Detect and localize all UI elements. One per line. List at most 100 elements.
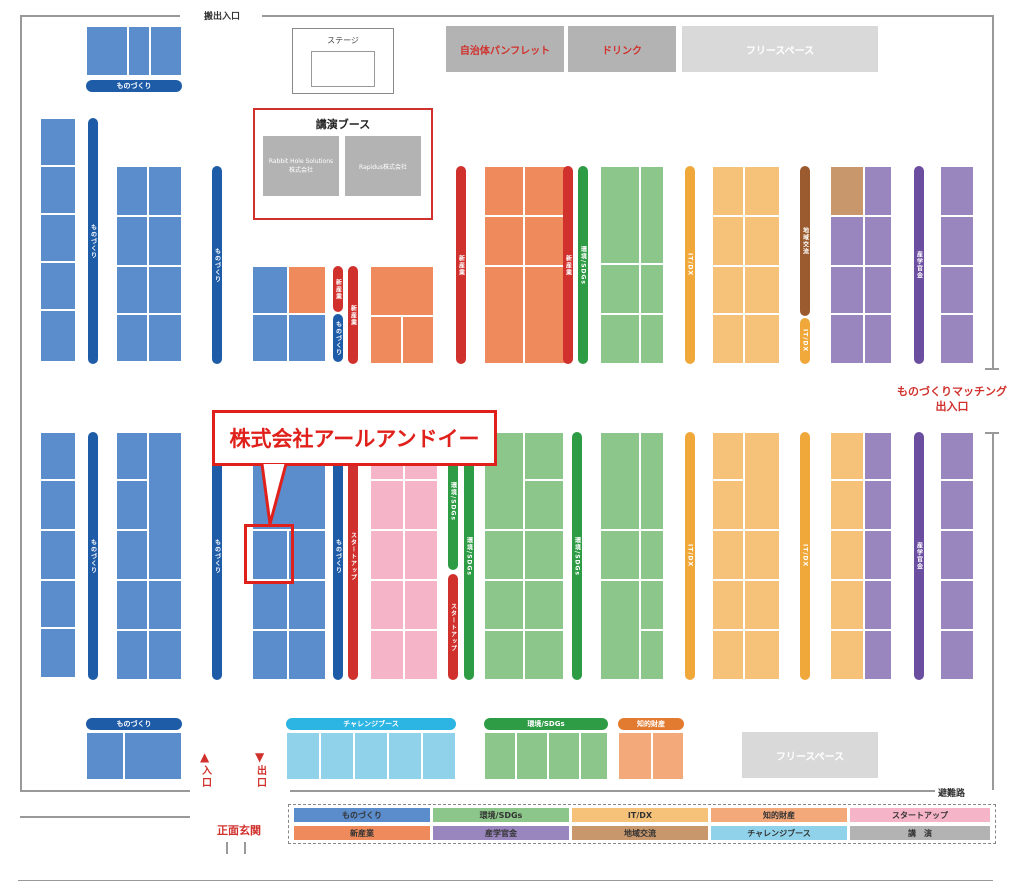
booth[interactable] — [402, 316, 434, 364]
booth[interactable] — [744, 166, 780, 216]
booth[interactable] — [40, 432, 76, 480]
booth[interactable] — [128, 26, 150, 76]
booth[interactable] — [288, 630, 326, 680]
booth[interactable] — [712, 166, 744, 216]
booth[interactable] — [524, 580, 564, 630]
booth[interactable] — [618, 732, 652, 780]
booth[interactable] — [484, 266, 524, 364]
booth[interactable] — [640, 580, 664, 630]
booth[interactable] — [252, 314, 288, 362]
booth[interactable] — [640, 530, 664, 580]
booth[interactable] — [830, 166, 864, 216]
highlighted-booth[interactable] — [252, 530, 288, 580]
booth[interactable] — [744, 530, 780, 580]
booth[interactable] — [286, 732, 320, 780]
booth[interactable] — [830, 266, 864, 314]
booth[interactable] — [712, 216, 744, 266]
booth[interactable] — [744, 580, 780, 630]
booth[interactable] — [40, 310, 76, 362]
booth[interactable] — [354, 732, 388, 780]
booth[interactable] — [600, 314, 640, 364]
booth[interactable] — [940, 580, 974, 630]
booth[interactable] — [116, 580, 148, 630]
booth[interactable] — [524, 530, 564, 580]
booth[interactable] — [830, 314, 864, 364]
booth[interactable] — [864, 216, 892, 266]
booth[interactable] — [600, 530, 640, 580]
booth[interactable] — [524, 166, 566, 216]
booth[interactable] — [744, 216, 780, 266]
booth[interactable] — [148, 314, 182, 362]
booth[interactable] — [150, 26, 182, 76]
booth[interactable] — [40, 166, 76, 214]
booth[interactable] — [640, 264, 664, 314]
booth[interactable] — [148, 166, 182, 216]
booth[interactable] — [484, 580, 524, 630]
booth[interactable] — [288, 314, 326, 362]
booth[interactable] — [370, 630, 404, 680]
booth[interactable] — [580, 732, 608, 780]
booth[interactable] — [548, 732, 580, 780]
booth[interactable] — [148, 630, 182, 680]
booth[interactable] — [370, 580, 404, 630]
booth[interactable] — [524, 216, 566, 266]
booth[interactable] — [422, 732, 456, 780]
booth[interactable] — [370, 480, 404, 530]
booth[interactable] — [940, 314, 974, 364]
booth[interactable] — [116, 216, 148, 266]
booth[interactable] — [600, 264, 640, 314]
booth[interactable] — [940, 480, 974, 530]
booth[interactable] — [288, 266, 326, 314]
booth[interactable] — [712, 432, 744, 480]
booth[interactable] — [712, 580, 744, 630]
booth[interactable] — [252, 630, 288, 680]
booth[interactable] — [600, 432, 640, 530]
booth[interactable] — [830, 216, 864, 266]
booth[interactable] — [404, 530, 438, 580]
booth[interactable] — [524, 432, 564, 480]
booth[interactable] — [652, 732, 684, 780]
booth[interactable] — [288, 530, 326, 580]
booth[interactable] — [640, 314, 664, 364]
booth[interactable] — [712, 314, 744, 364]
booth[interactable] — [484, 530, 524, 580]
booth[interactable] — [940, 530, 974, 580]
booth[interactable] — [830, 630, 864, 680]
booth[interactable] — [404, 580, 438, 630]
booth[interactable] — [404, 480, 438, 530]
booth[interactable] — [524, 630, 564, 680]
booth[interactable] — [40, 628, 76, 678]
booth[interactable] — [864, 432, 892, 480]
booth[interactable] — [86, 732, 124, 780]
booth[interactable] — [864, 530, 892, 580]
booth[interactable] — [712, 480, 744, 530]
booth[interactable] — [404, 630, 438, 680]
booth[interactable] — [864, 480, 892, 530]
booth[interactable] — [252, 580, 288, 630]
booth[interactable] — [148, 266, 182, 314]
booth[interactable] — [640, 166, 664, 264]
booth[interactable] — [116, 630, 148, 680]
booth[interactable] — [744, 314, 780, 364]
booth[interactable] — [830, 580, 864, 630]
booth[interactable] — [864, 314, 892, 364]
booth[interactable] — [484, 432, 524, 530]
booth[interactable] — [252, 266, 288, 314]
booth[interactable] — [370, 530, 404, 580]
booth[interactable] — [484, 732, 516, 780]
booth[interactable] — [40, 580, 76, 628]
booth[interactable] — [116, 432, 148, 480]
booth[interactable] — [940, 630, 974, 680]
booth[interactable] — [940, 432, 974, 480]
booth[interactable] — [940, 266, 974, 314]
booth[interactable] — [116, 166, 148, 216]
booth[interactable] — [712, 266, 744, 314]
booth[interactable] — [116, 314, 148, 362]
booth[interactable] — [744, 432, 780, 530]
booth[interactable] — [124, 732, 182, 780]
booth[interactable] — [320, 732, 354, 780]
booth[interactable] — [40, 262, 76, 310]
booth[interactable] — [640, 432, 664, 530]
booth[interactable] — [40, 480, 76, 530]
booth[interactable] — [830, 530, 864, 580]
